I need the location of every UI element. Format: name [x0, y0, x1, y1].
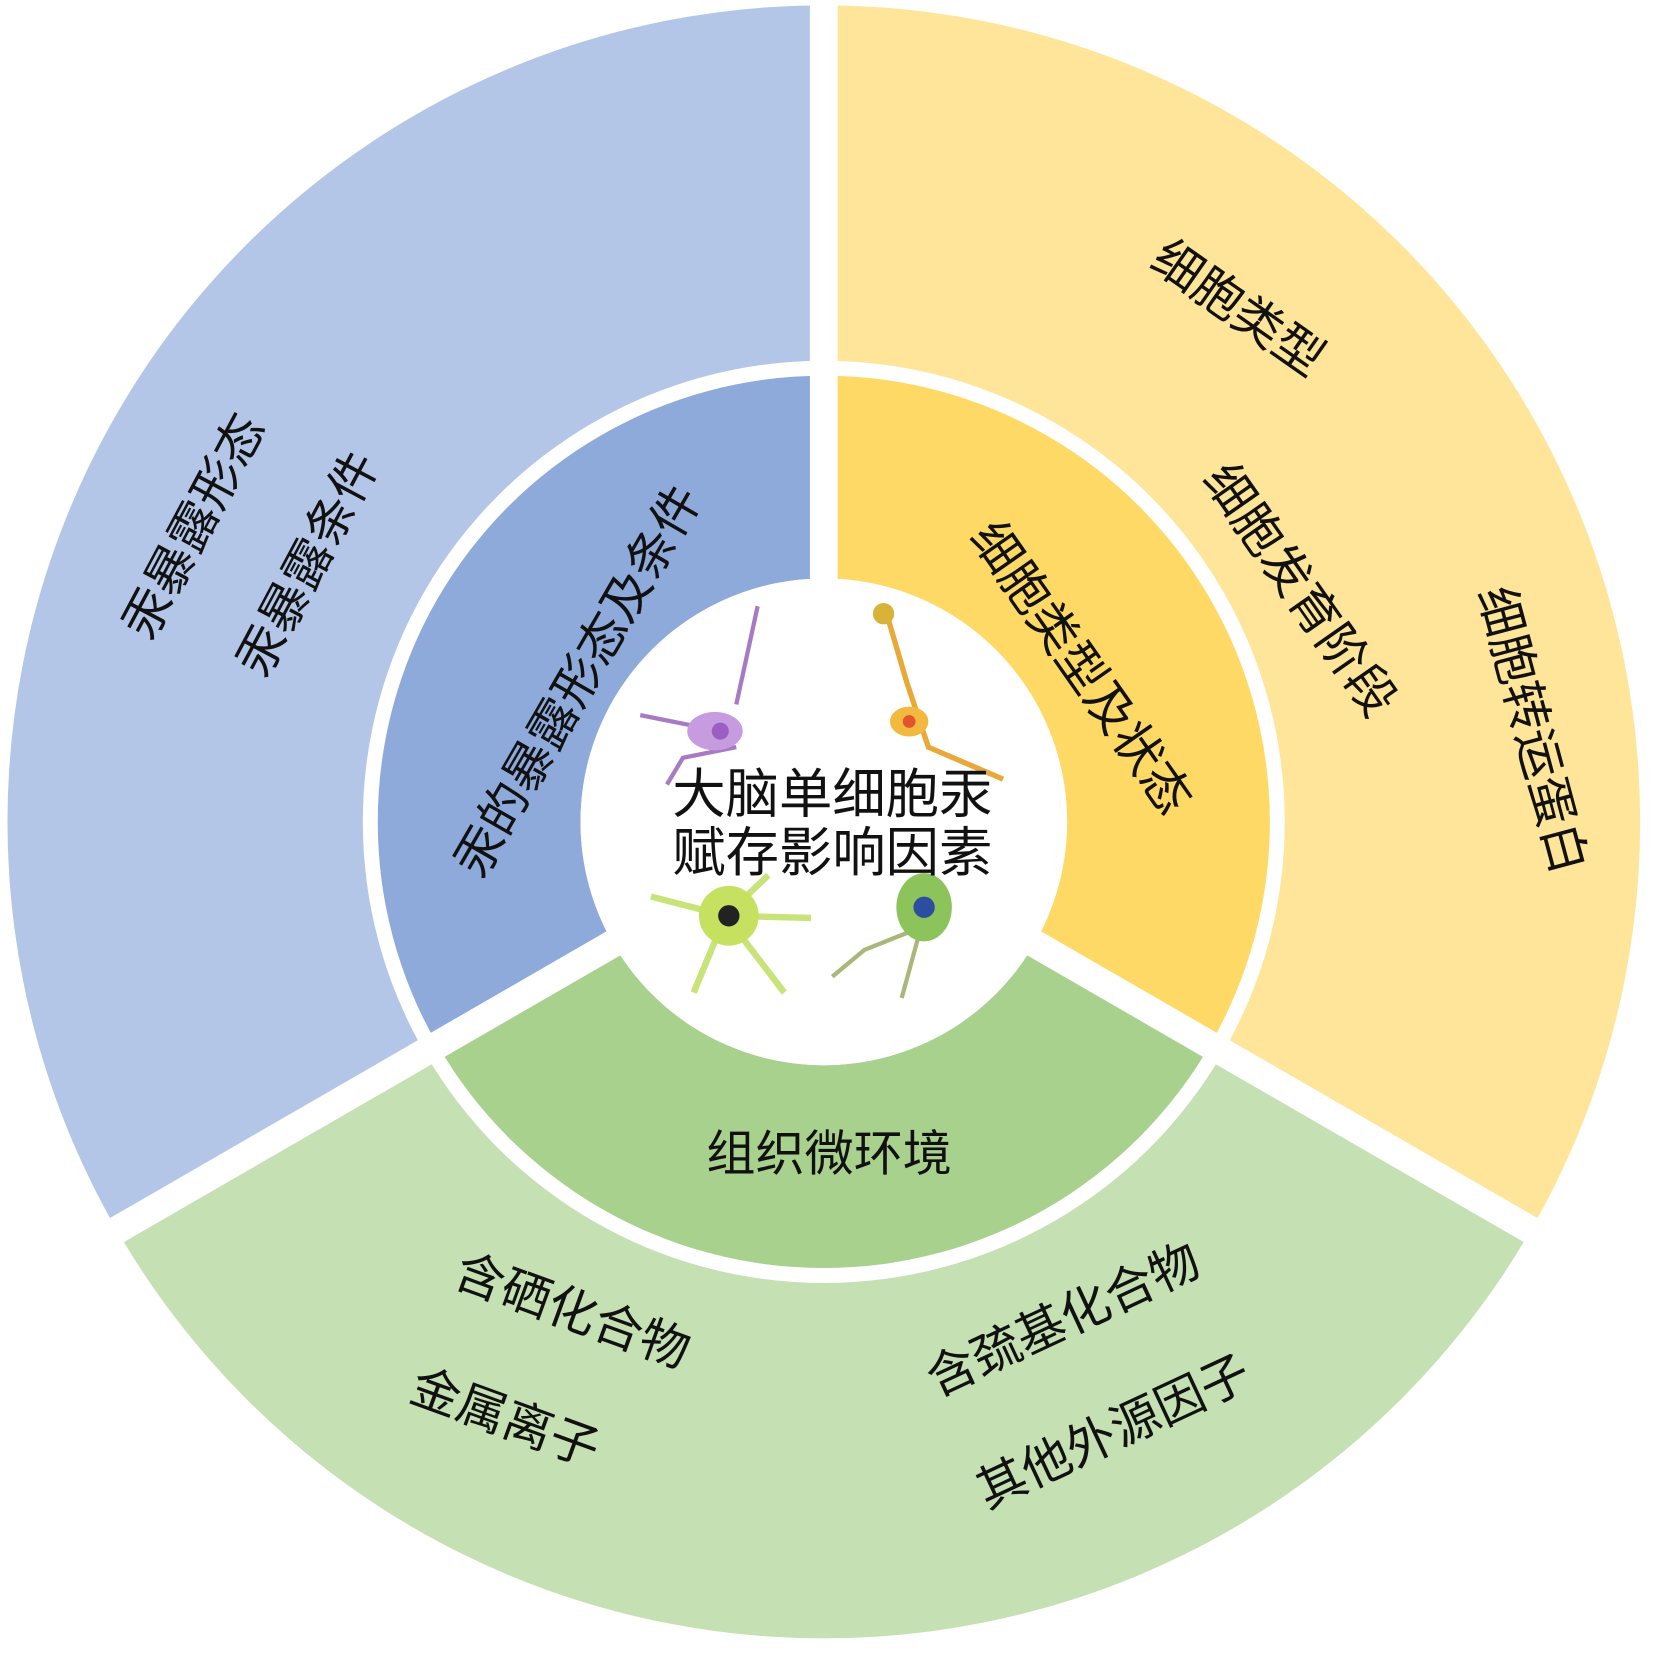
green-outer-segment	[116, 1052, 1531, 1639]
cell-illustrations	[639, 603, 1005, 999]
green-inner-segment	[437, 943, 1211, 1269]
sector-divider	[1022, 928, 1547, 1248]
center-title-line1: 大脑单细胞汞	[672, 762, 992, 825]
sector-divider	[100, 928, 625, 1248]
neuron-purple-icon	[639, 605, 760, 786]
center-circle	[580, 578, 1068, 1066]
yellow-outer-segment	[823, 5, 1641, 1231]
blue-inner-segment	[377, 375, 824, 1045]
neuron-orange-icon	[872, 603, 1005, 782]
yellow-inner-segment	[823, 375, 1270, 1045]
center-title-line2: 赋存影响因素	[672, 821, 992, 884]
microglia-green-icon	[830, 873, 952, 999]
inner-label-tissue-environment: 组织微环境	[706, 1125, 951, 1183]
blue-outer-segment	[7, 5, 824, 1231]
astrocyte-green-icon	[650, 872, 812, 995]
